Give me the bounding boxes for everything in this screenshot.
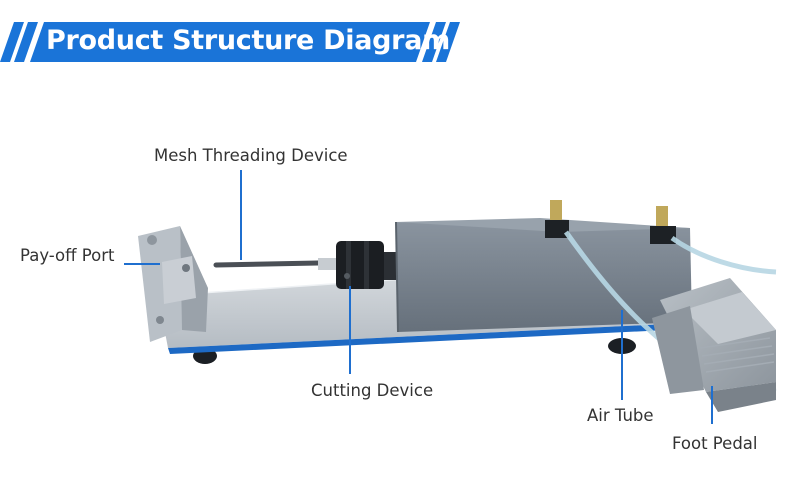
foot-pedal — [652, 278, 776, 412]
banner-bar — [30, 22, 430, 62]
main-housing — [395, 218, 692, 333]
banner-stripes-left — [0, 22, 38, 62]
pay-off-port-bracket — [138, 226, 208, 342]
cutting-device-cylinder — [336, 241, 398, 289]
mesh-threading-rod — [213, 258, 338, 270]
title-banner — [0, 22, 460, 62]
label-foot-pedal: Foot Pedal — [672, 434, 758, 453]
label-pay-off-port: Pay-off Port — [20, 246, 115, 265]
air-fittings — [545, 200, 676, 244]
page-title: Product Structure Diagram — [46, 25, 450, 56]
banner-stripes-right — [422, 22, 460, 62]
leader-lines — [124, 170, 713, 424]
label-cutting-device: Cutting Device — [311, 381, 434, 400]
label-mesh-threading-device: Mesh Threading Device — [154, 146, 348, 165]
label-air-tube: Air Tube — [587, 406, 654, 425]
